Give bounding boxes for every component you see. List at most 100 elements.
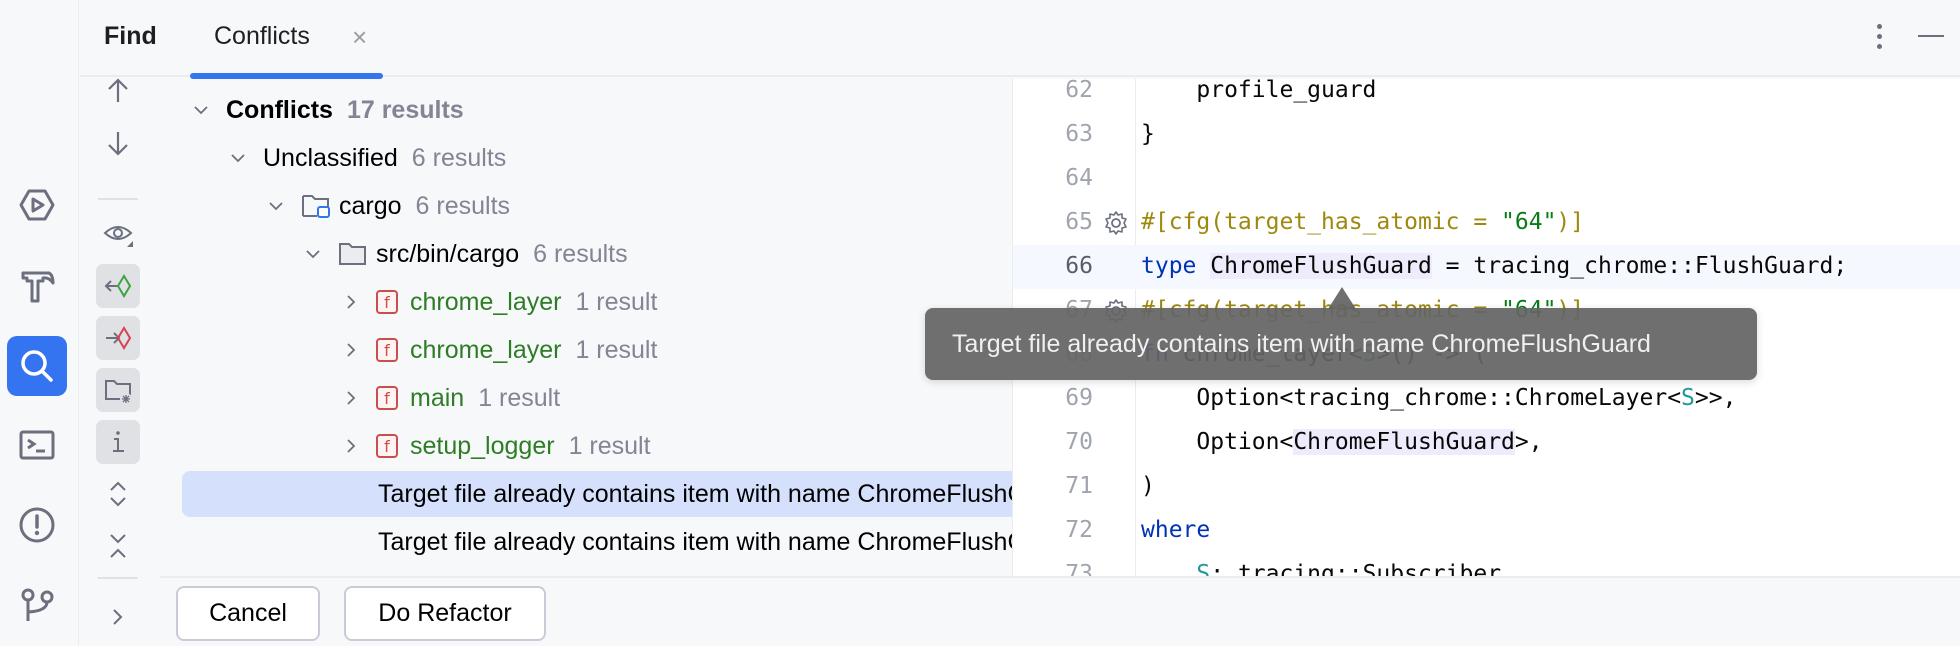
previous-occurrence-button[interactable] xyxy=(96,69,140,113)
code-line: 65 #[cfg(target_has_atomic = "64")] xyxy=(1013,201,1960,245)
write-access-icon xyxy=(106,326,132,350)
conflict-message: Target file already contains item with n… xyxy=(378,479,1012,508)
tree-node-label: Conflicts xyxy=(226,95,333,124)
chevron-down-icon[interactable] xyxy=(190,99,212,121)
next-occurrence-button[interactable] xyxy=(96,121,140,165)
code-text: Option<ChromeFlushGuard>, xyxy=(1141,429,1543,455)
code-text: } xyxy=(1141,121,1155,147)
problems-button[interactable] xyxy=(7,495,67,555)
exclamation-circle-icon xyxy=(19,507,55,543)
tree-node-root[interactable]: Conflicts 17 results xyxy=(182,87,1012,133)
code-preview-editor[interactable]: 62 profile_guard 63 } 64 65 #[cfg(target… xyxy=(1012,79,1960,576)
chevron-right-icon[interactable] xyxy=(340,435,362,457)
tree-node-function[interactable]: f chrome_layer 1 result xyxy=(182,279,1012,325)
group-by-directory-button[interactable] xyxy=(96,368,140,412)
tree-node-label: cargo xyxy=(339,191,402,220)
info-icon xyxy=(113,431,124,452)
read-access-icon xyxy=(104,274,132,298)
code-line-current: 66 type ChromeFlushGuard = tracing_chrom… xyxy=(1013,245,1960,289)
preview-button[interactable] xyxy=(96,212,140,256)
function-icon: f xyxy=(376,434,398,458)
tree-node-function[interactable]: f chrome_layer 1 result xyxy=(182,327,1012,373)
do-refactor-button[interactable]: Do Refactor xyxy=(344,586,546,641)
tree-node-directory[interactable]: src/bin/cargo 6 results xyxy=(182,231,1012,277)
tooltip-arrow xyxy=(1328,287,1356,309)
collapse-all-icon xyxy=(110,534,126,558)
result-count: 1 result xyxy=(568,431,651,460)
tree-node-label: src/bin/cargo xyxy=(376,239,520,268)
run-button[interactable] xyxy=(7,175,67,235)
code-line: 64 xyxy=(1013,157,1960,201)
git-button[interactable] xyxy=(7,575,67,635)
toolbar-separator xyxy=(98,198,138,200)
code-line: 70 Option<ChromeFlushGuard>, xyxy=(1013,421,1960,465)
chevron-down-icon[interactable] xyxy=(302,243,324,265)
line-number: 69 xyxy=(1065,385,1093,411)
chevron-down-icon[interactable] xyxy=(265,195,287,217)
conflict-message-row[interactable]: Target file already contains item with n… xyxy=(182,471,1012,517)
conflict-message-row[interactable]: Target file already contains item with n… xyxy=(182,519,1012,565)
hammer-icon xyxy=(21,271,55,303)
result-count: 6 results xyxy=(415,191,511,220)
terminal-icon xyxy=(19,430,55,460)
chevron-right-icon[interactable] xyxy=(340,291,362,313)
tree-node-function[interactable]: f main 1 result xyxy=(182,375,1012,421)
show-read-access-button[interactable] xyxy=(96,264,140,308)
conflict-message: Target file already contains item with n… xyxy=(378,527,1012,556)
result-count: 6 results xyxy=(411,143,507,172)
result-count: 1 result xyxy=(575,335,658,364)
cancel-button[interactable]: Cancel xyxy=(176,586,320,641)
minimize-icon[interactable] xyxy=(1918,35,1944,37)
results-toolbar xyxy=(80,77,158,646)
tree-node-module[interactable]: cargo 6 results xyxy=(182,183,1012,229)
chevron-right-icon xyxy=(113,609,123,625)
tab-label: Conflicts xyxy=(214,22,310,50)
folder-icon xyxy=(338,241,368,267)
result-count: 1 result xyxy=(575,287,658,316)
result-count: 1 result xyxy=(478,383,561,412)
more-actions-button[interactable] xyxy=(96,595,140,639)
close-icon[interactable]: × xyxy=(352,22,368,52)
show-info-button[interactable] xyxy=(96,420,140,464)
build-button[interactable] xyxy=(7,255,67,315)
chevron-right-icon[interactable] xyxy=(340,387,362,409)
chevron-right-icon[interactable] xyxy=(340,339,362,361)
code-text: type ChromeFlushGuard = tracing_chrome::… xyxy=(1141,253,1848,279)
code-line: 63 } xyxy=(1013,113,1960,157)
tool-window-title: Find xyxy=(104,22,157,50)
search-icon xyxy=(21,350,53,382)
line-number: 63 xyxy=(1065,121,1093,147)
tree-node-label: chrome_layer xyxy=(410,335,562,364)
collapse-all-button[interactable] xyxy=(96,524,140,568)
tree-node-label: setup_logger xyxy=(410,431,555,460)
branch-icon xyxy=(21,588,54,621)
code-text: ) xyxy=(1141,473,1155,499)
line-number: 66 xyxy=(1065,253,1093,279)
folder-settings-icon xyxy=(105,380,132,405)
code-line: 72 where xyxy=(1013,509,1960,553)
line-number: 65 xyxy=(1065,209,1093,235)
tree-node-label: Unclassified xyxy=(263,143,398,172)
tree-node-label: chrome_layer xyxy=(410,287,562,316)
bottom-action-bar: Cancel Do Refactor xyxy=(160,576,1960,646)
line-number: 62 xyxy=(1065,79,1093,103)
run-hexagon-icon xyxy=(19,189,55,221)
tree-node-function[interactable]: f setup_logger 1 result xyxy=(182,423,1012,469)
toolbar-separator xyxy=(98,577,138,579)
result-count: 6 results xyxy=(533,239,628,268)
gear-icon[interactable] xyxy=(1103,210,1129,236)
eye-icon xyxy=(103,226,133,247)
tree-node-group[interactable]: Unclassified 6 results xyxy=(182,135,1012,181)
tab-conflicts[interactable]: Conflicts × xyxy=(190,0,383,79)
chevron-down-icon[interactable] xyxy=(227,147,249,169)
expand-all-button[interactable] xyxy=(96,472,140,516)
result-count: 17 results xyxy=(346,95,464,124)
terminal-button[interactable] xyxy=(7,415,67,475)
expand-all-icon xyxy=(110,481,126,507)
more-options-icon[interactable] xyxy=(1874,22,1884,52)
show-write-access-button[interactable] xyxy=(96,316,140,360)
arrow-up-icon xyxy=(108,78,128,102)
code-line: 69 Option<tracing_chrome::ChromeLayer<S>… xyxy=(1013,377,1960,421)
code-line: 71 ) xyxy=(1013,465,1960,509)
find-button[interactable] xyxy=(7,336,67,396)
